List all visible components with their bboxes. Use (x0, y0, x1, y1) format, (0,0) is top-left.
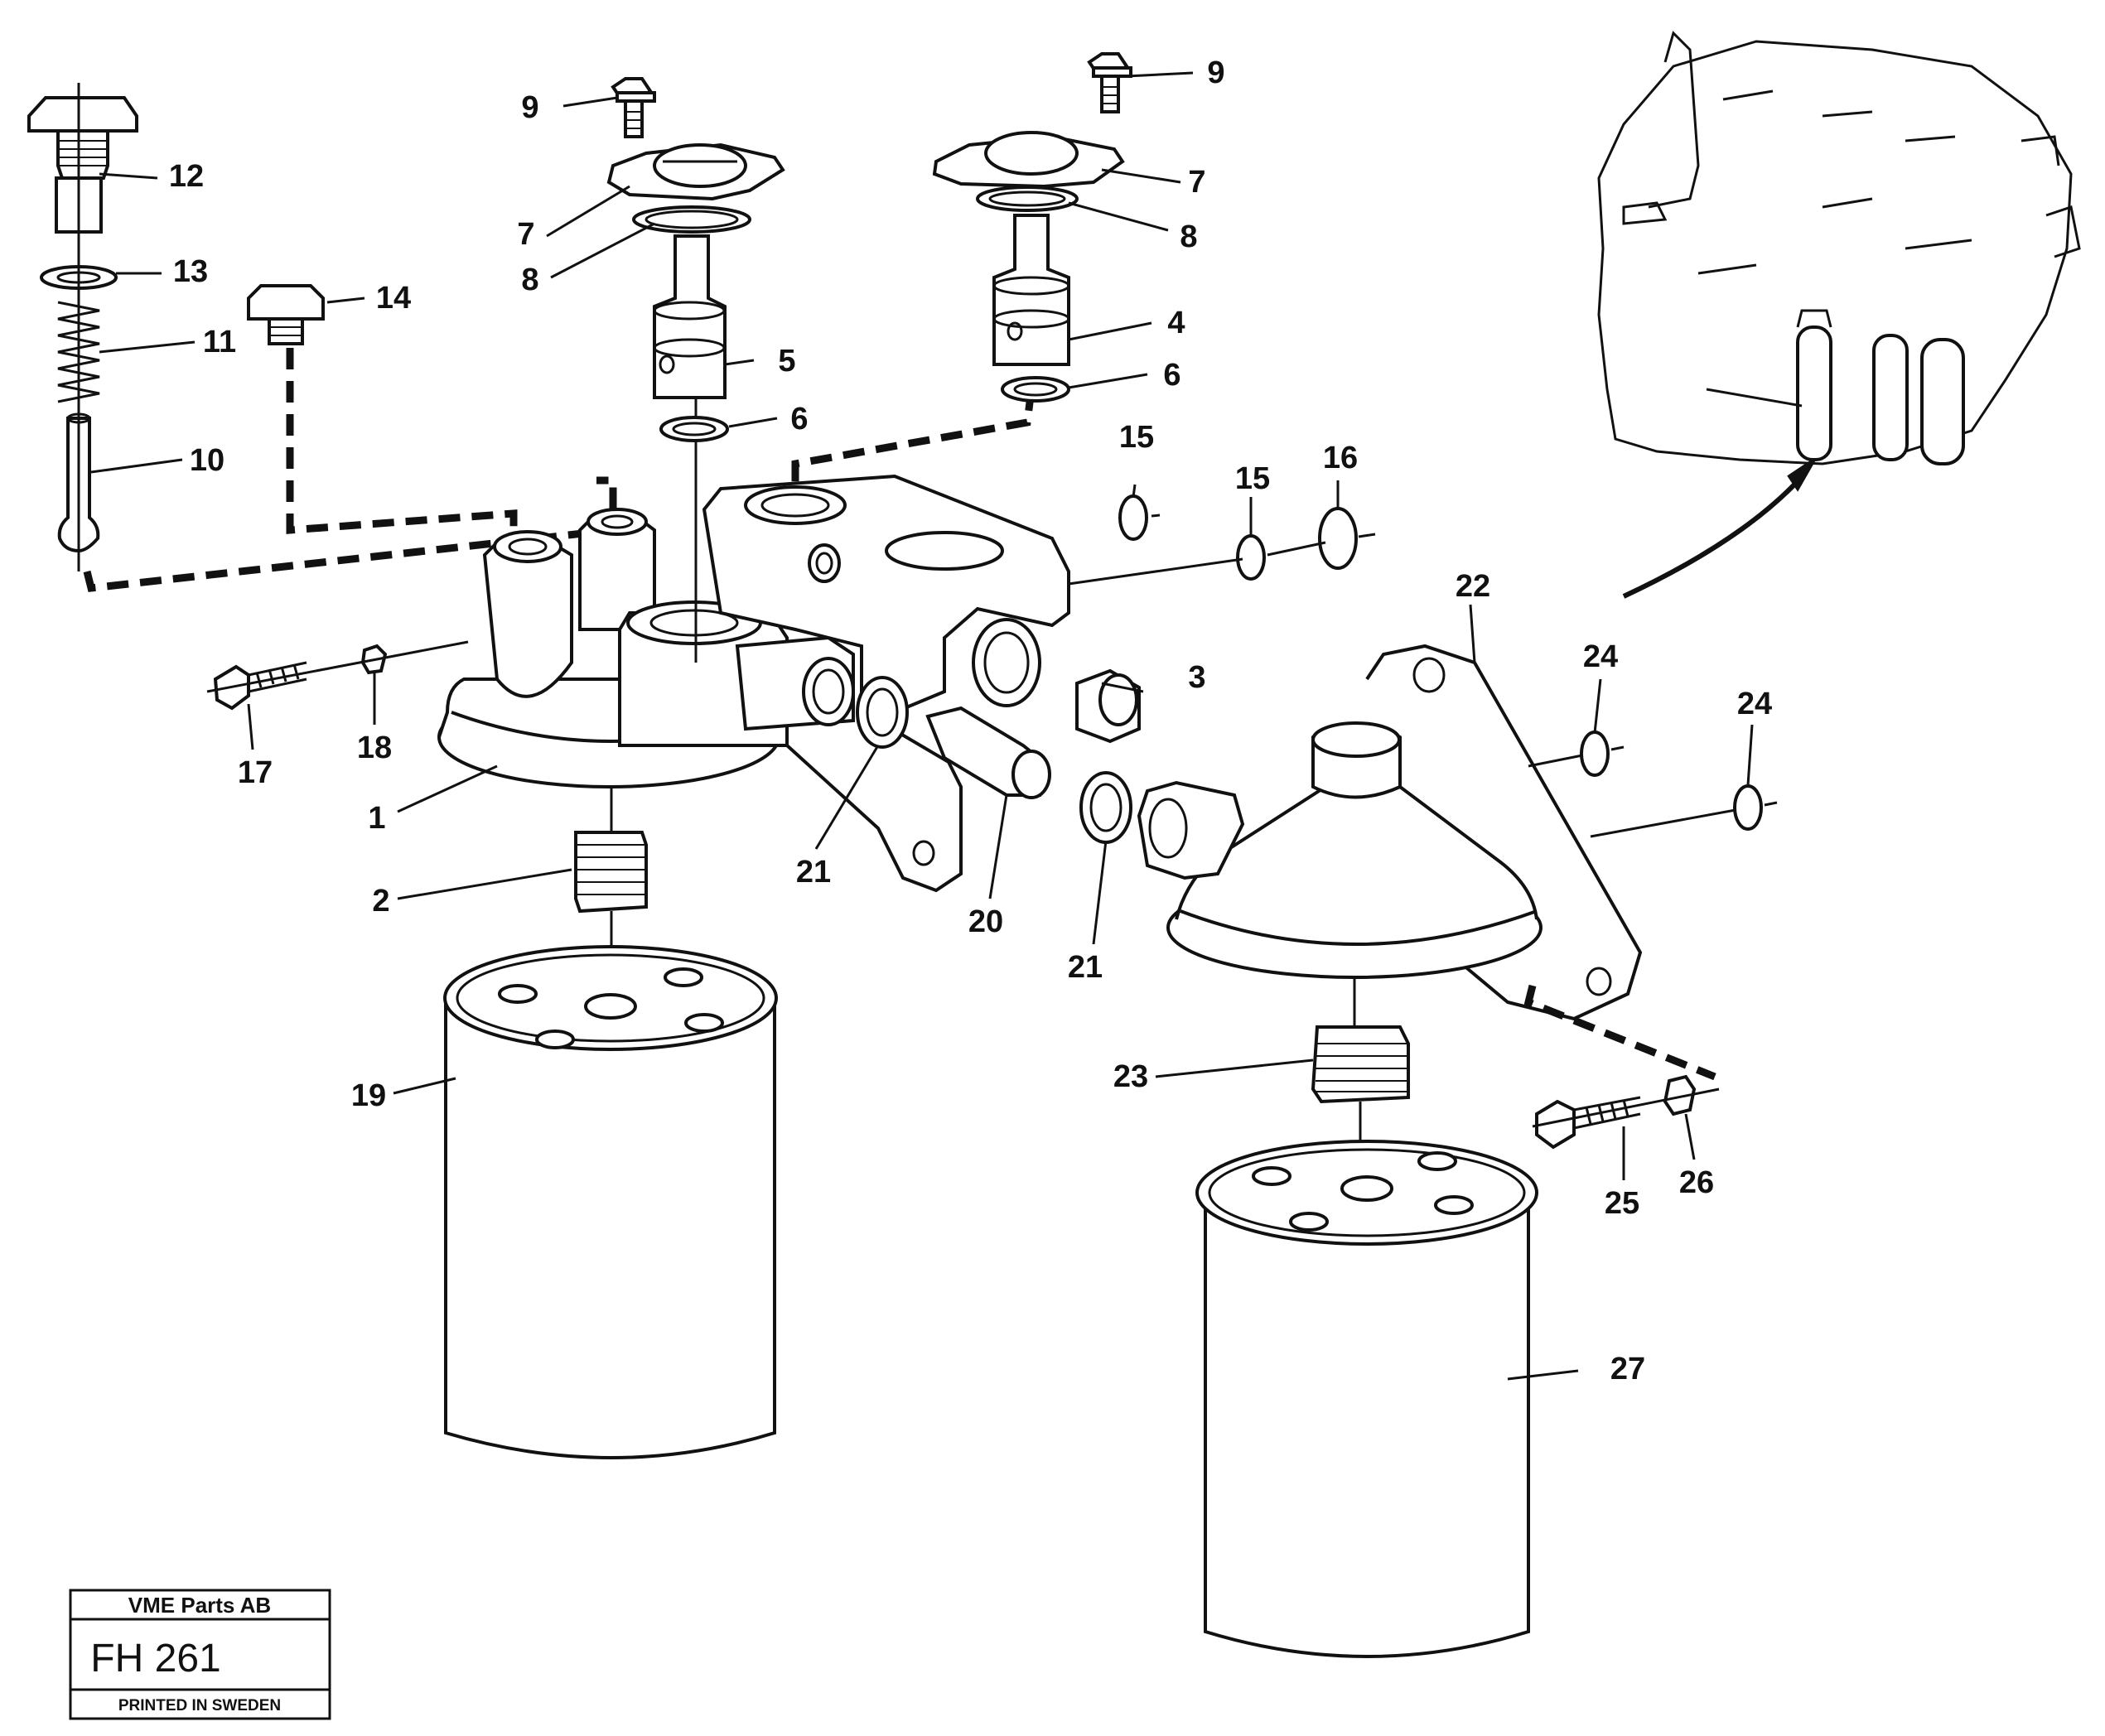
callout-3: 3 (1188, 660, 1205, 695)
callout-27: 27 (1610, 1352, 1645, 1386)
callout-13: 13 (173, 254, 208, 289)
filter-head-22 (1137, 644, 1643, 1035)
callout-8b: 8 (1180, 219, 1197, 254)
callout-7b: 7 (1188, 165, 1205, 200)
valve-stack-left (606, 77, 785, 442)
callout-19: 19 (351, 1078, 386, 1113)
callout-5: 5 (778, 344, 795, 379)
nipples (574, 787, 1410, 1176)
callout-10: 10 (190, 443, 225, 478)
callout-12: 12 (169, 159, 204, 194)
stamp-code: FH 261 (90, 1637, 220, 1681)
flow-path-right (1523, 984, 1716, 1081)
callout-16: 16 (1323, 441, 1358, 475)
plug-14 (247, 284, 325, 345)
callout-26: 26 (1679, 1165, 1714, 1200)
flow-path-plug (286, 348, 518, 547)
callout-4: 4 (1167, 306, 1185, 340)
stamp-company: VME Parts AB (128, 1593, 271, 1618)
callout-24b: 24 (1737, 687, 1772, 721)
callout-7a: 7 (517, 217, 534, 252)
callout-20: 20 (968, 904, 1003, 939)
engine-location-inset (1597, 31, 2081, 599)
callout-labels: 1 2 3 4 5 6 6 7 7 8 8 9 9 10 11 12 13 14… (169, 55, 1772, 1386)
filter-canister-27 (1195, 1140, 1538, 1658)
callout-15a: 15 (1119, 420, 1154, 455)
parts-stamp: VME Parts AB FH 261 PRINTED IN SWEDEN (69, 1589, 331, 1720)
callout-18: 18 (357, 731, 392, 765)
filter-canister-19 (443, 945, 778, 1459)
bolt-17-clip-18 (206, 640, 469, 711)
callout-14: 14 (376, 281, 411, 316)
o-rings (1068, 494, 1778, 838)
leader-lines (90, 71, 1754, 1381)
callout-15b: 15 (1235, 461, 1270, 496)
callout-8a: 8 (521, 263, 538, 297)
callout-9b: 9 (1207, 55, 1224, 90)
filter-head-1 (437, 282, 1070, 893)
callout-22: 22 (1456, 569, 1490, 604)
valve-stack-right (932, 52, 1132, 403)
callout-23: 23 (1113, 1059, 1148, 1094)
callout-2: 2 (372, 884, 389, 919)
callout-17: 17 (238, 755, 273, 790)
callout-9a: 9 (521, 90, 538, 125)
callout-6a: 6 (790, 402, 808, 436)
callout-11: 11 (203, 325, 236, 359)
flow-path-valve (791, 388, 1036, 497)
relief-valve-stack (27, 83, 138, 571)
callout-24a: 24 (1583, 639, 1618, 674)
callout-1: 1 (368, 801, 385, 836)
callout-6b: 6 (1163, 358, 1180, 393)
stamp-note: PRINTED IN SWEDEN (118, 1697, 281, 1714)
callout-21b: 21 (1068, 950, 1103, 985)
callout-25: 25 (1605, 1186, 1639, 1221)
bolt-25-clip-26 (1532, 1074, 1720, 1150)
callout-21a: 21 (796, 855, 831, 890)
